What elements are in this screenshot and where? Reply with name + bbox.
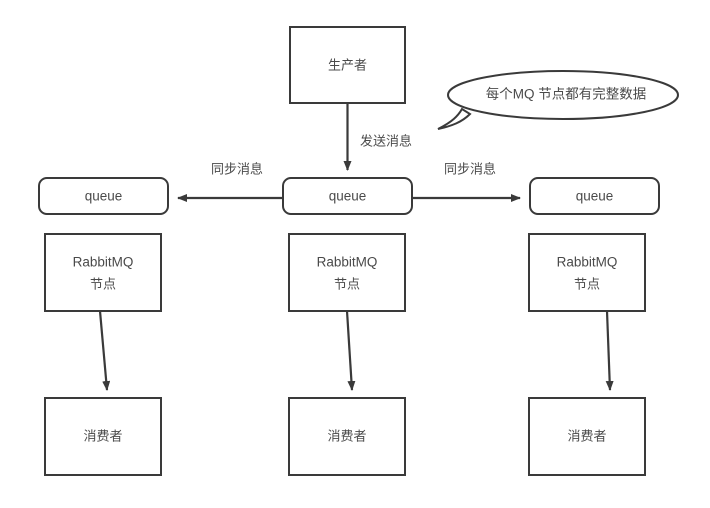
consumer-label-right: 消费者 <box>567 428 606 443</box>
queue-box-left <box>38 177 169 215</box>
edge-producer-to-queue: 发送消息 <box>343 103 412 171</box>
rabbitmq-label-middle-line1: RabbitMQ <box>317 255 378 270</box>
rabbitmq-label-left-line1: RabbitMQ <box>73 255 134 270</box>
consumer-label-middle: 消费者 <box>327 428 366 443</box>
edge-sync-right: 同步消息 <box>412 161 521 202</box>
rabbitmq-node-middle[interactable]: RabbitMQ 节点 <box>288 233 406 312</box>
queue-label-middle: queue <box>329 189 367 204</box>
callout-label: 每个MQ 节点都有完整数据 <box>486 87 647 102</box>
queue-box-middle <box>282 177 413 215</box>
rabbitmq-node-right[interactable]: RabbitMQ 节点 <box>528 233 646 312</box>
consumer-label-left: 消费者 <box>83 428 122 443</box>
edge-node-to-consumer-middle <box>345 310 356 391</box>
consumer-node-left[interactable]: 消费者 <box>44 397 162 476</box>
queue-label-left: queue <box>85 189 123 204</box>
producer-label: 生产者 <box>328 57 367 72</box>
rabbitmq-node-left[interactable]: RabbitMQ 节点 <box>44 233 162 312</box>
consumer-box-middle <box>288 397 406 476</box>
rabbitmq-label-left-line2: 节点 <box>90 276 116 291</box>
producer-box <box>289 26 406 104</box>
rabbitmq-box-right <box>528 233 646 312</box>
consumer-node-middle[interactable]: 消费者 <box>288 397 406 476</box>
consumer-box-right <box>528 397 646 476</box>
rabbitmq-box-left <box>44 233 162 312</box>
callout-ellipse <box>447 70 679 120</box>
queue-node-middle[interactable]: queue <box>282 177 413 215</box>
queue-box-right <box>529 177 660 215</box>
edge-node-to-consumer-right <box>605 310 614 391</box>
rabbitmq-label-right-line2: 节点 <box>574 276 600 291</box>
queue-label-right: queue <box>576 189 614 204</box>
queue-node-right[interactable]: queue <box>529 177 660 215</box>
edge-sync-left: 同步消息 <box>177 161 283 202</box>
sync-message-label-right: 同步消息 <box>444 161 496 176</box>
consumer-node-right[interactable]: 消费者 <box>528 397 646 476</box>
rabbitmq-box-middle <box>288 233 406 312</box>
producer-node[interactable]: 生产者 <box>289 26 406 104</box>
rabbitmq-label-middle-line2: 节点 <box>334 276 360 291</box>
consumer-box-left <box>44 397 162 476</box>
rabbitmq-label-right-line1: RabbitMQ <box>557 255 618 270</box>
callout-bubble[interactable]: 每个MQ 节点都有完整数据 <box>437 70 679 130</box>
callout-tail <box>437 107 472 130</box>
queue-node-left[interactable]: queue <box>38 177 169 215</box>
edge-node-to-consumer-left <box>98 310 111 391</box>
send-message-label: 发送消息 <box>360 133 412 148</box>
sync-message-label-left: 同步消息 <box>211 161 263 176</box>
